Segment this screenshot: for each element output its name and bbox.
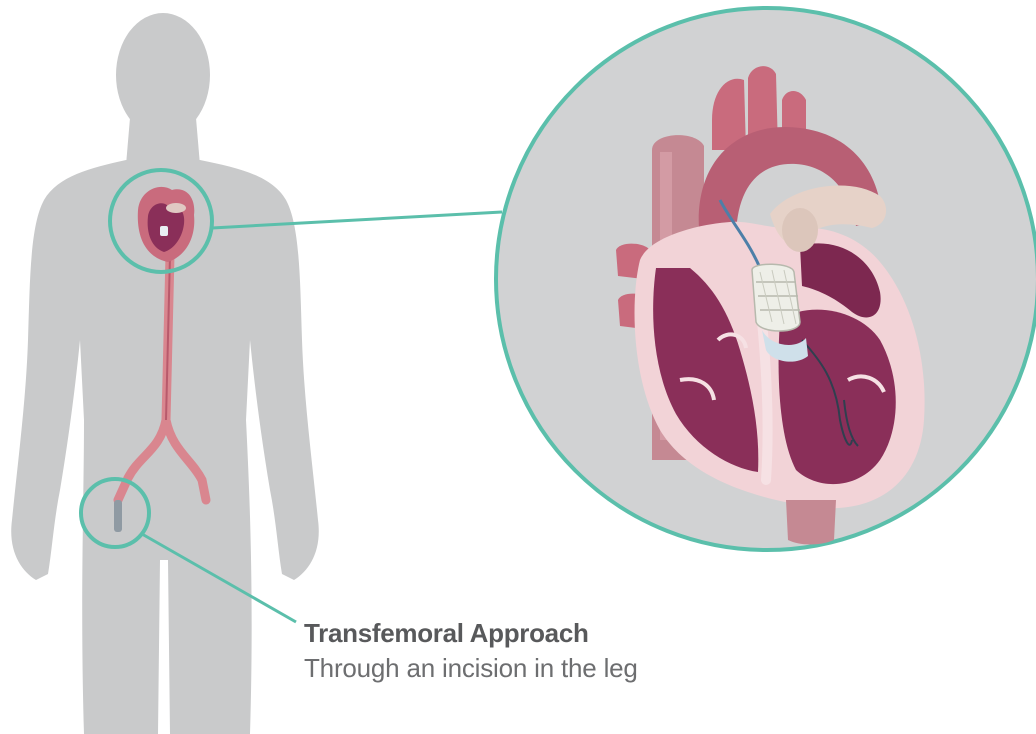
callout-subtitle: Through an incision in the leg [304, 650, 804, 686]
callout-title: Transfemoral Approach [304, 616, 804, 650]
callout-label: Transfemoral Approach Through an incisio… [304, 616, 804, 686]
catheter-sheath-icon [114, 500, 122, 532]
